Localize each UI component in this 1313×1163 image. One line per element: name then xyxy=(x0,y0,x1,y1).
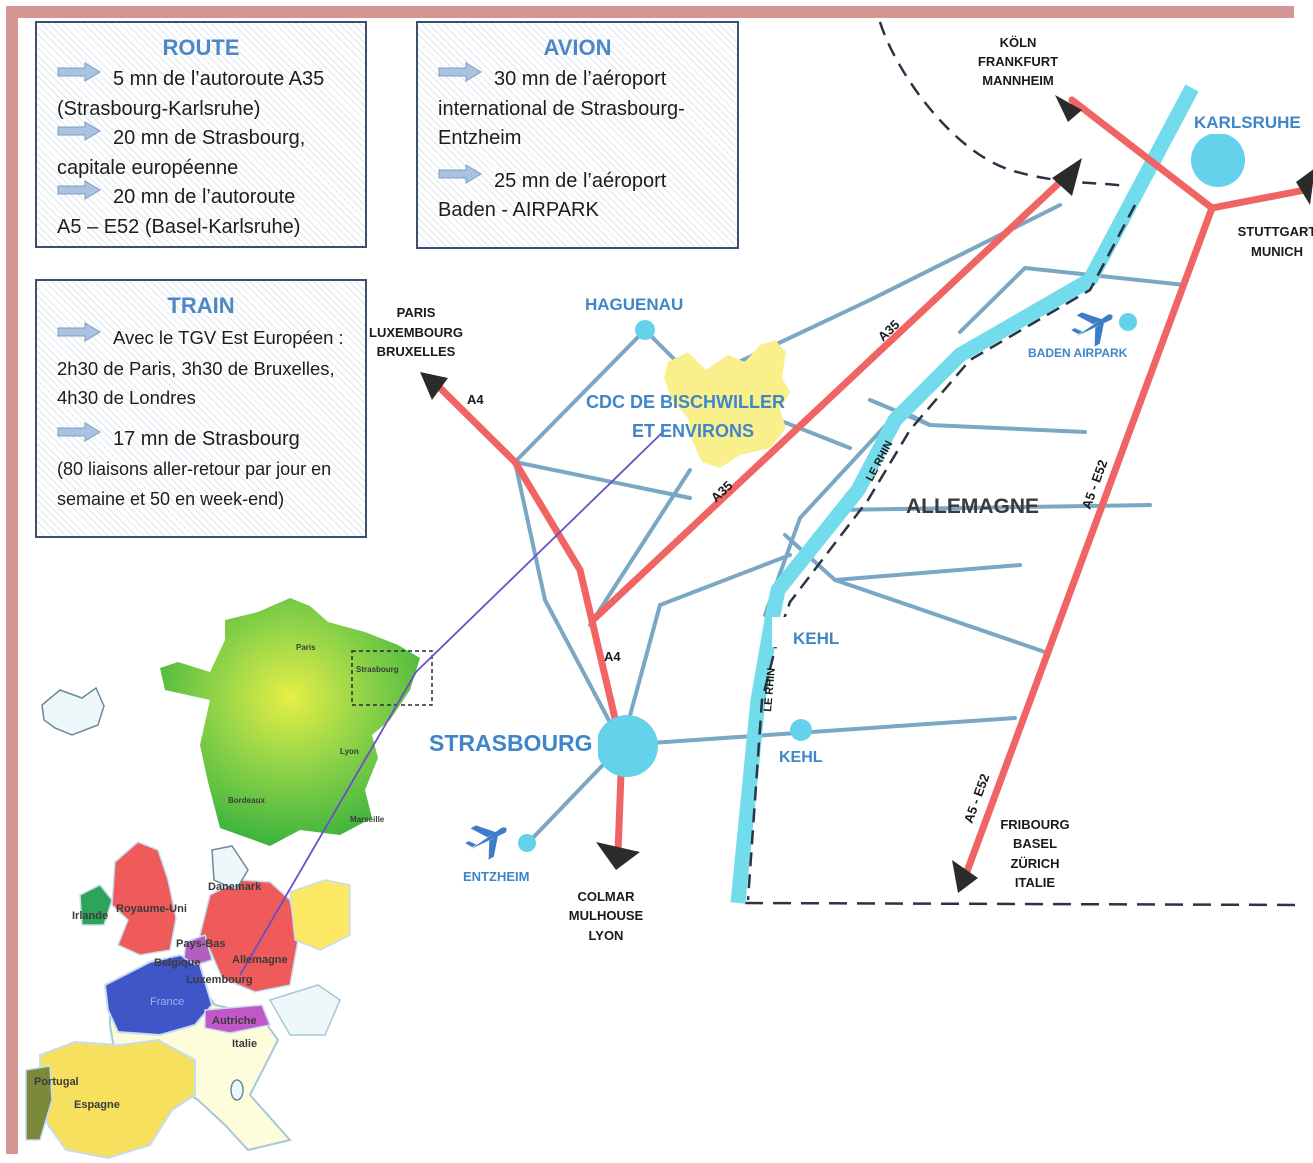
eu-allemagne: Allemagne xyxy=(232,954,288,966)
entzheim-dot xyxy=(518,834,536,852)
eu-belgique: Belgique xyxy=(154,957,200,969)
kehl-label-lower: KEHL xyxy=(779,749,823,766)
train-line-4: 17 mn de Strasbourg xyxy=(113,427,300,450)
eu-autriche: Autriche xyxy=(212,1015,257,1027)
kehl-dot xyxy=(790,719,812,741)
avion-info-box: AVION 30 mn de l’aéroport international … xyxy=(416,21,739,249)
road-a35-lower: A35 xyxy=(708,478,736,505)
eu-espagne: Espagne xyxy=(74,1099,120,1111)
route-line-1: 5 mn de l’autoroute A35 xyxy=(113,68,325,91)
eu-france: France xyxy=(150,996,184,1008)
fr-paris: Paris xyxy=(296,643,316,652)
arrow-right-icon xyxy=(57,121,101,151)
arrow-right-icon xyxy=(57,421,101,452)
eu-italie: Italie xyxy=(232,1038,257,1050)
avion-line-2: international de Strasbourg- xyxy=(438,97,685,120)
entzheim-label: ENTZHEIM xyxy=(463,869,529,884)
strasbourg-inset-box xyxy=(351,650,433,706)
border-dashed-north xyxy=(878,21,1126,188)
route-line-3: 20 mn de Strasbourg, xyxy=(113,127,306,150)
dest-paris: PARIS xyxy=(397,305,436,320)
cdc-label-line2: ET ENVIRONS xyxy=(632,421,754,441)
border-dashed-south xyxy=(744,901,1306,907)
dest-bruxelles: BRUXELLES xyxy=(377,344,456,359)
haguenau-label: HAGUENAU xyxy=(585,295,683,314)
eu-portugal: Portugal xyxy=(34,1076,79,1088)
road-a4-upper: A4 xyxy=(467,392,484,407)
karlsruhe-label: KARLSRUHE xyxy=(1194,113,1301,132)
dest-frankfurt: FRANKFURT xyxy=(978,54,1058,69)
dest-lyon: LYON xyxy=(589,928,624,943)
avion-line-1: 30 mn de l’aéroport xyxy=(494,68,667,91)
avion-line-3: Entzheim xyxy=(438,127,522,150)
rhine-river xyxy=(730,84,1199,904)
route-line-4: capitale européenne xyxy=(57,156,239,179)
river-label-lower: LE RHIN xyxy=(762,667,778,712)
train-line-3: 4h30 de Londres xyxy=(57,387,196,409)
dest-basel: BASEL xyxy=(1013,836,1057,851)
avion-title: AVION xyxy=(543,35,612,60)
plane-icon-baden xyxy=(1071,312,1113,347)
baden-airpark-label: BADEN AIRPARK xyxy=(1028,346,1128,360)
dest-koln: KÖLN xyxy=(1000,35,1037,50)
eu-irlande: Irlande xyxy=(72,910,108,922)
avion-line-4: 25 mn de l’aéroport xyxy=(494,169,667,192)
train-line-5: (80 liaisons aller-retour par jour en xyxy=(57,459,332,480)
page-frame-top xyxy=(6,6,1294,18)
dest-zurich: ZÜRICH xyxy=(1010,856,1059,871)
arrow-right-icon xyxy=(57,62,101,92)
cdc-area xyxy=(664,340,790,468)
eu-danemark: Danemark xyxy=(208,881,262,893)
strasbourg-label: STRASBOURG xyxy=(429,730,593,756)
kehl-label-upper: KEHL xyxy=(793,629,839,648)
rhine-border-dashed xyxy=(746,204,1137,901)
europe-inset-map xyxy=(25,686,351,1160)
strasbourg-dot xyxy=(596,715,658,777)
dest-fribourg: FRIBOURG xyxy=(1000,817,1069,832)
train-line-6: semaine et 50 en week-end) xyxy=(57,489,285,510)
karlsruhe-dot xyxy=(1191,133,1245,187)
route-info-box: ROUTE 5 mn de l’autoroute A35 (Strasbour… xyxy=(35,21,367,248)
arrowheads xyxy=(420,95,1313,893)
fr-lyon: Lyon xyxy=(340,747,359,756)
allemagne-label: ALLEMAGNE xyxy=(906,495,1039,518)
haguenau-dot xyxy=(635,320,655,340)
plane-icon-entzheim xyxy=(465,825,507,860)
dest-colmar: COLMAR xyxy=(577,889,635,904)
dest-munich: MUNICH xyxy=(1251,244,1303,259)
arrow-right-icon xyxy=(57,180,101,210)
train-info-box: TRAIN Avec le TGV Est Européen : 2h30 de… xyxy=(35,279,367,538)
eu-luxembourg: Luxembourg xyxy=(186,974,253,986)
fr-bordeaux: Bordeaux xyxy=(228,796,265,805)
eu-pays-bas: Pays-Bas xyxy=(176,938,226,950)
arrow-right-icon xyxy=(57,321,101,351)
eu-royaume-uni: Royaume-Uni xyxy=(116,903,187,915)
route-title: ROUTE xyxy=(162,35,240,60)
road-a4-lower: A4 xyxy=(604,649,621,664)
route-line-5: 20 mn de l’autoroute xyxy=(113,186,296,209)
route-line-2: (Strasbourg-Karlsruhe) xyxy=(57,97,261,120)
dest-mulhouse: MULHOUSE xyxy=(569,908,644,923)
avion-line-5: Baden - AIRPARK xyxy=(438,199,599,222)
fr-strasbourg: Strasbourg xyxy=(356,665,399,674)
road-a35-upper: A35 xyxy=(875,317,903,344)
france-inset-map xyxy=(160,598,420,846)
dest-luxembourg: LUXEMBOURG xyxy=(369,325,463,340)
locator-line xyxy=(239,429,666,976)
dest-italie: ITALIE xyxy=(1015,875,1056,890)
train-line-2: 2h30 de Paris, 3h30 de Bruxelles, xyxy=(57,357,335,379)
page-frame-left xyxy=(6,6,18,1154)
cdc-label-line1: CDC DE BISCHWILLER xyxy=(586,392,785,412)
baden-airpark-dot xyxy=(1119,313,1137,331)
dest-mannheim: MANNHEIM xyxy=(982,73,1054,88)
train-title: TRAIN xyxy=(167,293,235,318)
arrow-right-icon xyxy=(438,163,482,194)
fr-marseille: Marseille xyxy=(350,815,385,824)
route-line-6: A5 – E52 (Basel-Karlsruhe) xyxy=(57,215,301,238)
dest-stuttgart: STUTTGART xyxy=(1238,224,1313,239)
arrow-right-icon xyxy=(438,62,482,92)
train-line-1: Avec le TGV Est Européen : xyxy=(113,327,344,348)
